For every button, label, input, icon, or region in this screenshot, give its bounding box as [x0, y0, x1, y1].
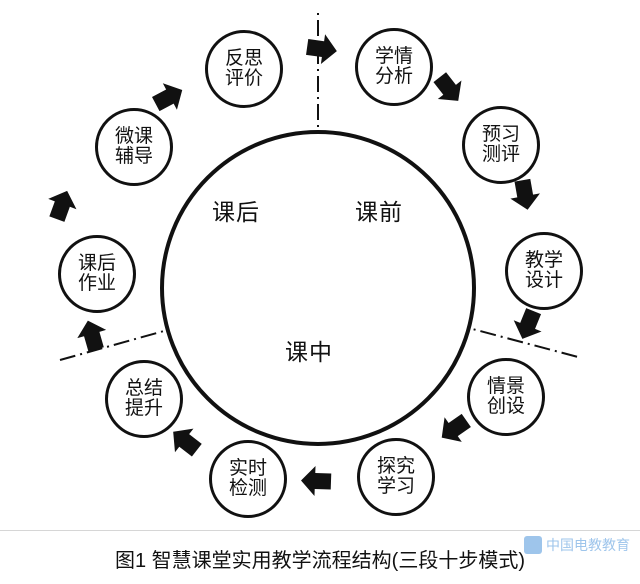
node-step-9-line2: 辅导: [114, 146, 153, 167]
center-circle: [160, 130, 476, 446]
arrow-right-icon-7: [161, 417, 209, 465]
node-step-1-line2: 分析: [374, 66, 413, 87]
arrow-right-icon-1: [303, 30, 341, 68]
node-step-6[interactable]: 实时 检测: [209, 440, 287, 518]
node-step-4[interactable]: 情景 创设: [467, 358, 545, 436]
node-step-1-line1: 学情: [374, 46, 413, 68]
node-step-10-line2: 评价: [224, 68, 263, 89]
watermark-text: 中国电教教育: [546, 537, 630, 553]
node-step-1[interactable]: 学情 分析: [355, 28, 433, 106]
sector-label-post-class: 课后: [212, 199, 260, 225]
node-step-8[interactable]: 课后 作业: [58, 235, 136, 313]
node-step-4-line1: 情景: [486, 376, 525, 398]
sector-label-in-class: 课中: [285, 339, 333, 365]
node-step-3-line2: 设计: [524, 270, 563, 291]
arrow-right-icon-10: [146, 74, 192, 120]
node-step-9-line1: 微课: [114, 126, 153, 148]
node-step-10[interactable]: 反思 评价: [205, 30, 283, 108]
node-step-5[interactable]: 探究 学习: [357, 438, 435, 516]
arrow-right-icon-6: [298, 463, 333, 498]
watermark: 中国电教教育: [524, 530, 630, 560]
node-step-5-line2: 学习: [376, 476, 415, 497]
arrow-right-icon-9: [40, 183, 84, 227]
node-step-9[interactable]: 微课 辅导: [95, 108, 173, 186]
node-step-7-line2: 提升: [124, 398, 163, 419]
arrow-right-icon-4: [506, 303, 550, 347]
node-step-7-line1: 总结: [124, 378, 163, 400]
node-step-5-line1: 探究: [376, 456, 415, 478]
node-step-4-line2: 创设: [486, 396, 525, 417]
node-step-2-line1: 预习: [481, 124, 520, 146]
arrow-right-icon-5: [430, 405, 477, 452]
node-step-7[interactable]: 总结 提升: [105, 360, 183, 438]
node-step-8-line1: 课后: [77, 253, 116, 275]
node-step-10-line1: 反思: [224, 48, 263, 70]
figure-caption: 图1 智慧课堂实用教学流程结构(三段十步模式): [0, 530, 640, 584]
sector-label-pre-class: 课前: [355, 199, 403, 225]
node-step-6-line1: 实时: [228, 458, 267, 480]
node-step-3-line1: 教学: [524, 250, 563, 272]
node-step-6-line2: 检测: [228, 478, 267, 499]
arrow-right-icon-3: [505, 175, 544, 214]
watermark-logo-icon: [524, 536, 542, 554]
node-step-2[interactable]: 预习 测评: [462, 106, 540, 184]
cycle-diagram: 课前 课后 课中 学情 分析 预习 测评 教学 设计 情景 创设 探究 学习 实…: [40, 10, 583, 518]
node-step-3[interactable]: 教学 设计: [505, 232, 583, 310]
node-step-2-line2: 测评: [481, 144, 520, 165]
node-step-8-line2: 作业: [77, 273, 116, 294]
figure-caption-text: 图1 智慧课堂实用教学流程结构(三段十步模式): [115, 549, 525, 572]
arrow-right-icon-2: [425, 65, 473, 113]
arrow-right-icon-8: [71, 314, 113, 356]
